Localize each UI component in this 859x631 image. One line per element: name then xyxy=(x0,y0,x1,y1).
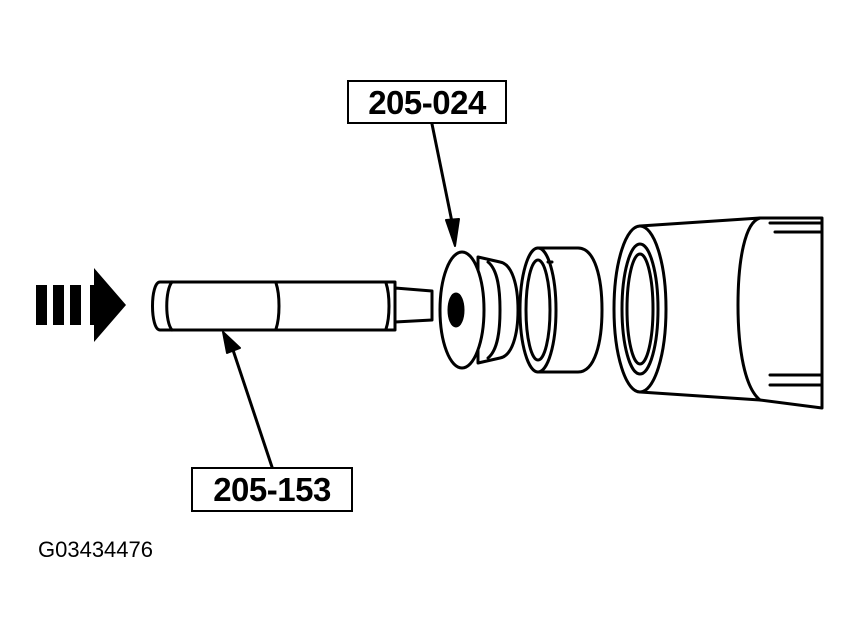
housing xyxy=(612,216,824,410)
installer-205-024 xyxy=(438,250,520,370)
figure-id: G03434476 xyxy=(38,537,153,562)
dashed-arrow-right-icon xyxy=(36,268,126,342)
handle-205-153 xyxy=(151,280,434,332)
callout-label-bottom: 205-153 xyxy=(191,467,353,512)
callout-label-top: 205-024 xyxy=(347,80,507,124)
leader-line-bottom xyxy=(222,331,274,469)
leader-line-top xyxy=(430,122,460,247)
bearing-cup xyxy=(518,246,604,374)
